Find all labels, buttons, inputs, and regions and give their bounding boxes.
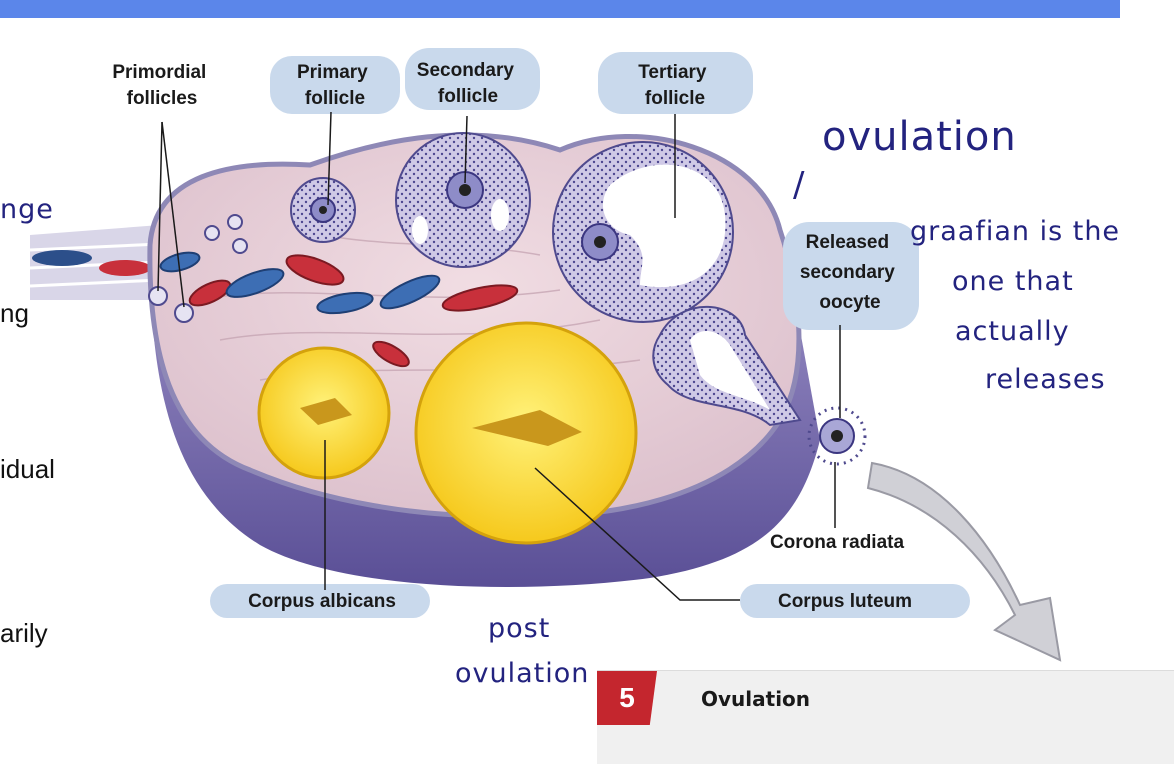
step-number: 5 bbox=[597, 671, 657, 725]
blood-vessels bbox=[159, 251, 519, 368]
handwritten-graafian-note: graafian is the one that actually releas… bbox=[910, 216, 1130, 395]
primordial-follicles-label: Primordial follicles bbox=[112, 62, 211, 109]
corpus-luteum-body bbox=[414, 321, 638, 545]
corpus-albicans-label: Corpus albicans bbox=[248, 591, 396, 612]
step-card: 5 Ovulation bbox=[597, 670, 1174, 764]
handwritten-slash: / bbox=[793, 165, 805, 205]
released-oocyte bbox=[807, 406, 867, 466]
handwritten-post-ovulation: post ovulation bbox=[455, 613, 589, 689]
primary-follicle bbox=[290, 177, 356, 243]
leader-lines bbox=[157, 111, 841, 601]
secondary-follicle bbox=[395, 132, 531, 268]
primary-follicle-label: Primary follicle bbox=[297, 62, 373, 109]
left-text-fragment-1: ng bbox=[0, 298, 29, 328]
corona-radiata-label: Corona radiata bbox=[770, 532, 905, 553]
tertiary-follicle-label: Tertiary follicle bbox=[638, 62, 712, 109]
corpus-luteum-label: Corpus luteum bbox=[778, 591, 912, 612]
left-text-fragment-3: arily bbox=[0, 618, 48, 648]
ovulation-arrow bbox=[866, 461, 1062, 662]
corpus-albicans-body bbox=[257, 346, 391, 480]
handwritten-left-fragment: nge bbox=[0, 194, 54, 225]
left-text-fragment-2: idual bbox=[0, 454, 55, 484]
tertiary-follicle bbox=[552, 141, 734, 323]
ovarian-ligament bbox=[29, 225, 165, 300]
handwritten-ovulation: ovulation bbox=[822, 114, 1017, 160]
label-highlights bbox=[210, 48, 970, 618]
released-secondary-oocyte-label: Released secondary oocyte bbox=[800, 232, 900, 313]
rupturing-follicle bbox=[652, 305, 802, 427]
header-bar bbox=[0, 0, 1120, 18]
secondary-follicle-label: Secondary follicle bbox=[417, 60, 519, 107]
step-title: Ovulation bbox=[701, 687, 811, 711]
